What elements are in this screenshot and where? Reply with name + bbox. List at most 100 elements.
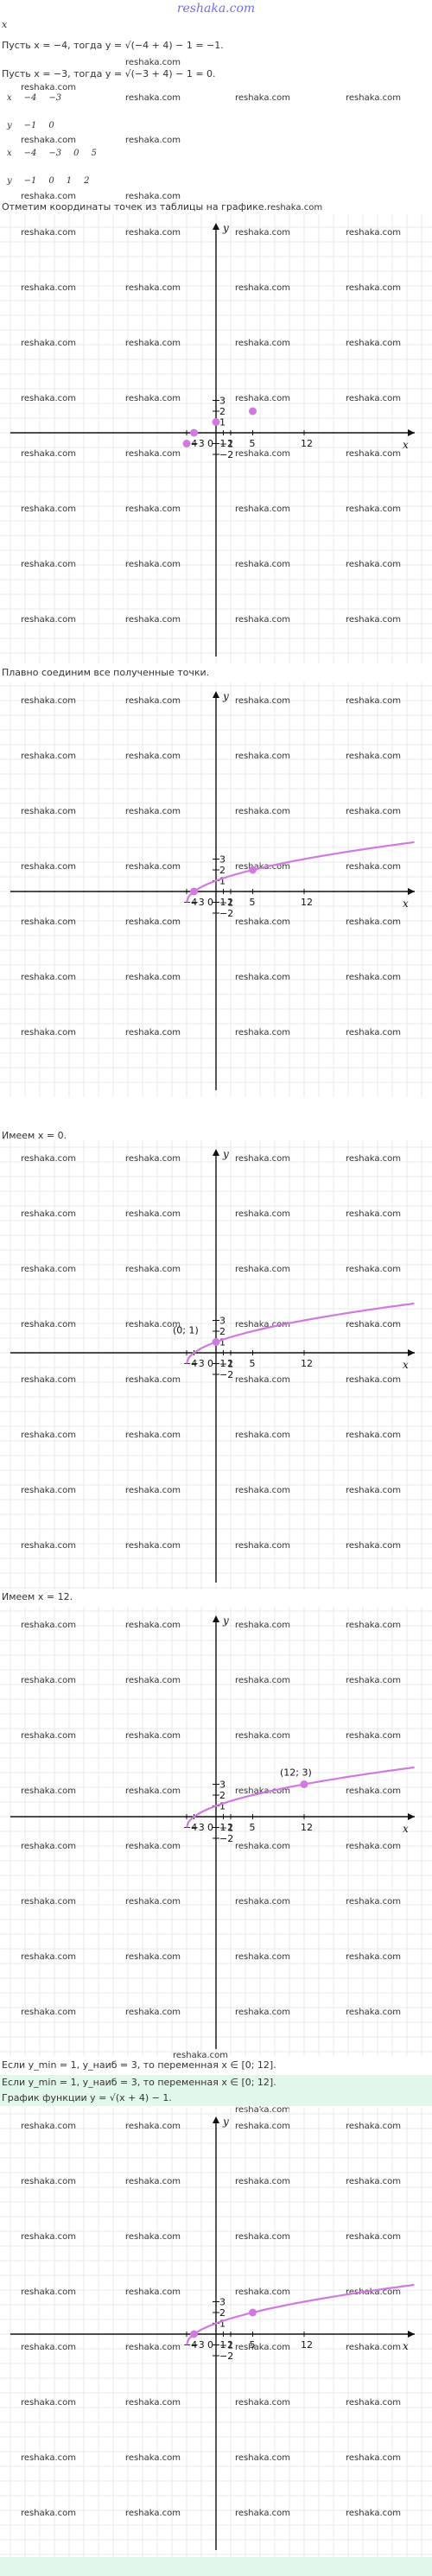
data-point — [249, 2308, 257, 2317]
watermark: reshaka.com — [125, 807, 181, 816]
watermark: reshaka.com — [346, 283, 401, 293]
watermark: reshaka.com — [235, 2232, 290, 2242]
coordinate-plane: reshaka.com reshaka.com reshaka.com reshaka… — [0, 1607, 432, 2056]
x-tick-label: −3 — [191, 1358, 205, 1369]
y-axis-arrow — [213, 691, 219, 698]
watermark: reshaka.com — [21, 807, 76, 816]
data-point — [190, 887, 198, 896]
watermark: reshaka.com — [346, 615, 401, 625]
watermark: reshaka.com — [125, 2398, 181, 2408]
watermark: reshaka.com — [125, 1621, 181, 1630]
watermark: reshaka.com — [346, 752, 401, 761]
watermark: reshaka.com — [346, 339, 401, 348]
x-tick-label: 5 — [250, 1822, 256, 1833]
x-axis-arrow — [408, 888, 415, 895]
watermark: reshaka.com — [125, 228, 181, 238]
y-axis-name: y — [222, 222, 229, 234]
y-tick-label: 3 — [219, 396, 226, 407]
x-tick-label: 5 — [250, 1358, 256, 1369]
watermark: reshaka.com — [21, 283, 76, 293]
watermark: reshaka.com — [346, 2008, 401, 2017]
watermark: reshaka.com — [235, 504, 290, 514]
text-line-2: Пусть x = −3, тогда y = √(−3 + 4) − 1 = … — [2, 68, 216, 79]
x-axis-name: x — [403, 898, 409, 910]
watermark: reshaka.com — [21, 1431, 76, 1440]
table-cell: 0 — [48, 176, 54, 186]
table-cell: −3 — [48, 93, 62, 103]
watermark: reshaka.com — [346, 1952, 401, 1962]
y-tick-label: −1 — [219, 898, 233, 909]
y-tick-label: −2 — [219, 908, 233, 919]
watermark: reshaka.com — [346, 2122, 401, 2131]
data-point — [249, 866, 257, 874]
x-tick-label: −3 — [191, 897, 205, 908]
watermark: reshaka.com — [346, 807, 401, 816]
watermark: reshaka.com — [235, 973, 290, 982]
watermark: reshaka.com — [346, 228, 401, 238]
watermark: reshaka.com — [235, 1541, 290, 1551]
watermark: reshaka.com — [346, 93, 401, 103]
data-point — [190, 428, 198, 437]
x-tick-label: 0 — [207, 438, 213, 449]
watermark: reshaka.com — [125, 862, 181, 872]
watermark: reshaka.com — [125, 917, 181, 927]
data-point — [300, 1780, 308, 1788]
y-tick-label: −2 — [219, 1833, 233, 1844]
x-tick-label: 12 — [301, 1822, 313, 1833]
y-tick-label: 2 — [219, 406, 226, 417]
x-tick-label: 0 — [207, 1822, 213, 1833]
x-tick-label: 2 — [227, 1822, 233, 1833]
y-tick-label: 1 — [219, 1801, 226, 1812]
watermark: reshaka.com — [21, 752, 76, 761]
y-tick-label: 1 — [219, 876, 226, 887]
data-point — [190, 2330, 198, 2338]
graph-5: reshaka.com reshaka.com reshaka.com reshaka… — [0, 2108, 432, 2557]
x-tick-label: 5 — [250, 2339, 256, 2351]
watermark: reshaka.com — [125, 394, 181, 403]
watermark: reshaka.com — [125, 283, 181, 293]
watermark: reshaka.com — [21, 560, 76, 569]
x-tick-label: 12 — [301, 438, 313, 449]
watermark: reshaka.com — [235, 2008, 290, 2017]
watermark: reshaka.com — [21, 1952, 76, 1962]
y-tick-label: 3 — [219, 1780, 226, 1791]
watermark: reshaka.com — [21, 2343, 76, 2352]
y-tick-label: −1 — [219, 439, 233, 450]
watermark: reshaka.com — [125, 58, 181, 67]
watermark: reshaka.com — [125, 2122, 181, 2131]
watermark: reshaka.com — [125, 560, 181, 569]
y-tick-label: 2 — [219, 1326, 226, 1337]
x-tick-label: 12 — [301, 897, 313, 908]
watermark: reshaka.com — [346, 2177, 401, 2186]
watermark: reshaka.com — [21, 2509, 76, 2518]
watermark: reshaka.com — [21, 1676, 76, 1685]
watermark: reshaka.com — [21, 696, 76, 706]
watermark: reshaka.com — [125, 2343, 181, 2352]
x-tick-label: −3 — [191, 438, 205, 449]
table-cell: −4 — [23, 93, 37, 103]
watermark: reshaka.com — [21, 192, 76, 201]
function-highlight: График функции y = √(x + 4) − 1. — [0, 2091, 432, 2106]
watermark: reshaka.com — [346, 1028, 401, 1037]
watermark: reshaka.com — [235, 615, 290, 625]
watermark: reshaka.com — [21, 136, 76, 145]
watermark: reshaka.com — [21, 1486, 76, 1495]
y-axis-name: y — [222, 1148, 229, 1160]
watermark: reshaka.com — [125, 2453, 181, 2463]
watermark: reshaka.com — [235, 1486, 290, 1495]
watermark: reshaka.com — [235, 1154, 290, 1164]
x-tick-label: 1 — [220, 2339, 226, 2351]
y-axis-name: y — [222, 1615, 229, 1627]
watermark: reshaka.com — [125, 1897, 181, 1907]
watermark: reshaka.com — [235, 1209, 290, 1219]
x-axis-name: x — [403, 1823, 409, 1835]
watermark: reshaka.com — [346, 1486, 401, 1495]
watermark: reshaka.com — [125, 1375, 181, 1385]
watermark: reshaka.com — [235, 1320, 290, 1329]
site-logo[interactable]: reshaka.com — [176, 2, 256, 16]
watermark: reshaka.com — [125, 1265, 181, 1274]
watermark: reshaka.com — [346, 1731, 401, 1741]
x-axis-arrow — [408, 429, 415, 436]
watermark: reshaka.com — [235, 339, 290, 348]
